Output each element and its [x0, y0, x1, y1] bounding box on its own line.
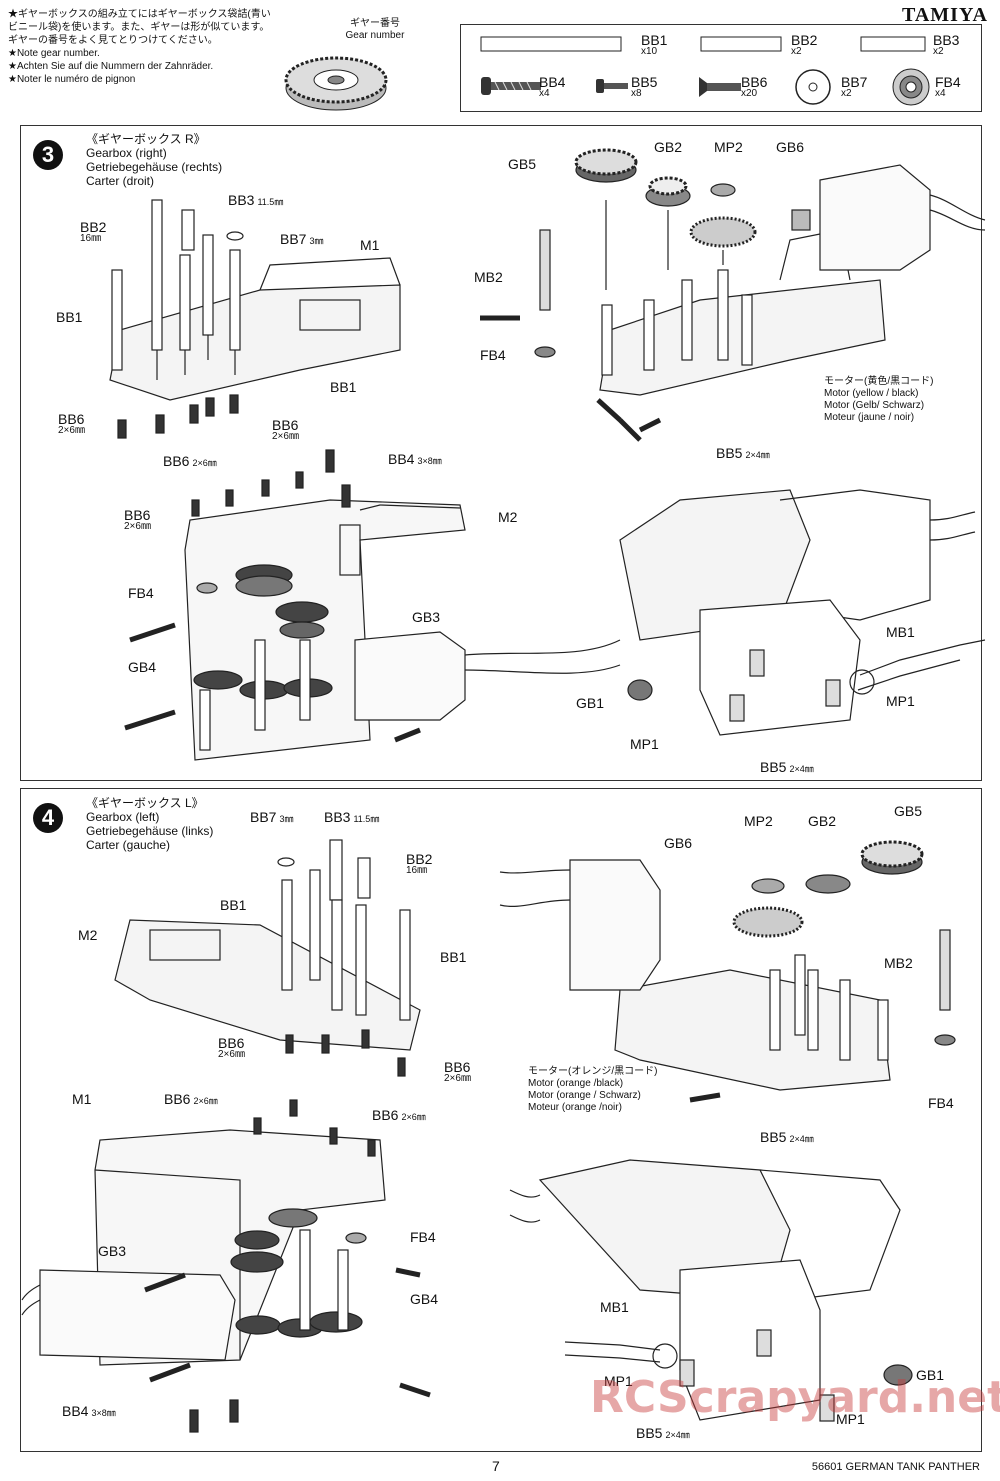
- s3-gb2-label: GB2: [654, 139, 683, 155]
- s4-gb3-label: GB3: [98, 1243, 127, 1259]
- note-de: ★Achten Sie auf die Nummern der Zahnräde…: [8, 61, 214, 72]
- s3-motor-caption: モーター(黄色/黒コード)Motor (yellow / black)Motor…: [824, 376, 934, 423]
- gear-number-illustration: [284, 56, 388, 111]
- note-ja: ★ギヤーボックスの組み立てにはギヤーボックス袋詰(青いビニール袋)を使います。ま…: [8, 9, 271, 46]
- s3-bb1-label-left: BB1: [56, 309, 83, 325]
- parts-illustrations: [480, 36, 930, 106]
- s4-motor-caption: モーター(オレンジ/黒コード)Motor (orange /black)Moto…: [528, 1066, 658, 1113]
- s3-mp1-label-right: MP1: [886, 693, 915, 709]
- s4-gb6-label: GB6: [664, 835, 693, 851]
- s4-mp1-label-left: MP1: [604, 1373, 633, 1389]
- s3-gb3-label: GB3: [412, 609, 441, 625]
- s4-mb1-label: MB1: [600, 1299, 629, 1315]
- s4-bb1-label-right: BB1: [440, 949, 467, 965]
- s4-gb4-label: GB4: [410, 1291, 439, 1307]
- s3-mb2-label: MB2: [474, 269, 503, 285]
- step-3-title: 《ギヤーボックス R》 Gearbox (right) Getriebegehä…: [86, 132, 223, 188]
- s4-bb1-label-left: BB1: [220, 897, 247, 913]
- step-4-panel: [20, 788, 982, 1452]
- s4-gb1-label: GB1: [916, 1367, 945, 1383]
- s3-fb4-label-left: FB4: [128, 585, 154, 601]
- s3-mb1-label: MB1: [886, 624, 915, 640]
- gear-number-caption: ギヤー番号 Gear number: [345, 18, 405, 41]
- note-en: ★Note gear number.: [8, 48, 100, 59]
- s4-gb2-label: GB2: [808, 813, 837, 829]
- note-fr: ★Noter le numéro de pignon: [8, 74, 136, 85]
- s3-bb1-label-right: BB1: [330, 379, 357, 395]
- s3-fb4-label-right: FB4: [480, 347, 506, 363]
- step-4-number: 4: [33, 803, 63, 833]
- s4-mb2-label: MB2: [884, 955, 913, 971]
- s4-mp1-label-right: MP1: [836, 1411, 865, 1427]
- step-4-title: 《ギヤーボックス L》 Gearbox (left) Getriebegehäu…: [86, 796, 214, 852]
- s3-gb6-label: GB6: [776, 139, 805, 155]
- page-number: 7: [492, 1458, 500, 1474]
- s3-m2-label: M2: [498, 509, 518, 525]
- s3-mp1-label-left: MP1: [630, 736, 659, 752]
- watermark: RCScrapyard.net: [590, 1372, 1000, 1423]
- s3-gb4-label: GB4: [128, 659, 157, 675]
- s3-mp2-label: MP2: [714, 139, 743, 155]
- footer-model-code: 56601 GERMAN TANK PANTHER: [811, 1461, 980, 1473]
- step-3-panel: [20, 125, 982, 781]
- s3-gb1-label: GB1: [576, 695, 605, 711]
- step-3-number: 3: [33, 140, 63, 170]
- s4-fb4-label-right: FB4: [928, 1095, 954, 1111]
- s3-gb5-label: GB5: [508, 156, 537, 172]
- brand-logo: TAMIYA: [901, 4, 988, 26]
- s4-gb5-label: GB5: [894, 803, 923, 819]
- s4-mp2-label: MP2: [744, 813, 773, 829]
- gear-note: ★ギヤーボックスの組み立てにはギヤーボックス袋詰(青いビニール袋)を使います。ま…: [8, 8, 278, 86]
- s3-m1-label: M1: [360, 237, 380, 253]
- s4-m2-label: M2: [78, 927, 98, 943]
- s4-fb4-label-left: FB4: [410, 1229, 436, 1245]
- s4-m1-label: M1: [72, 1091, 92, 1107]
